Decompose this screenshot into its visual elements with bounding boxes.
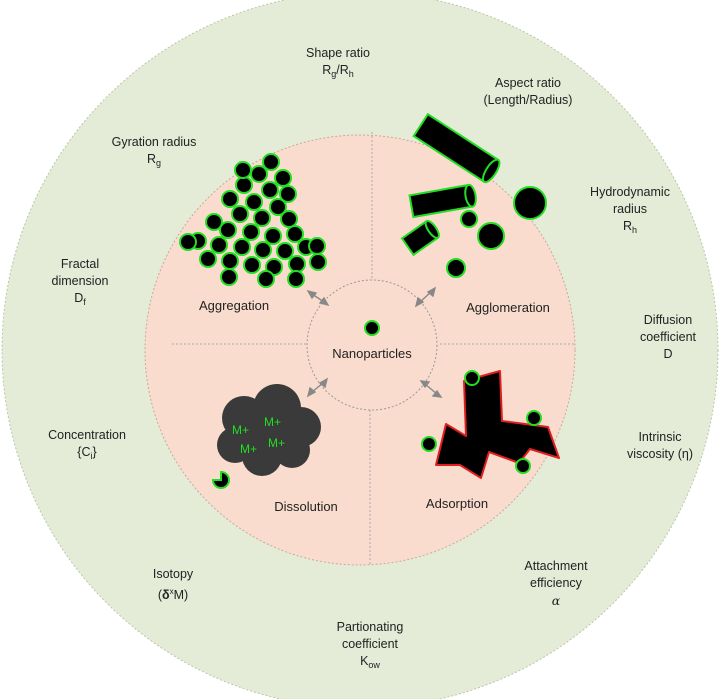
dissolution-label: Dissolution [274,499,338,514]
param-attachment-line2: efficiency [530,576,582,590]
aggregate-particle [261,181,279,199]
aggregate-particle [280,210,298,228]
param-isotopy: Isotopy (δxM) [153,566,193,604]
dissolving-particle [211,470,230,489]
agglomeration-shapes [400,112,547,278]
rod-medium [408,183,477,219]
param-attachment-title: Attachment [524,559,588,573]
aggregate-particle [179,233,197,251]
nanoparticles-label: Nanoparticles [332,346,412,361]
aggregate-particle [233,238,251,256]
param-shape-ratio: Shape ratio Rg/Rh [306,45,370,83]
rod-large [412,112,501,184]
nanoparticle-dot [364,320,380,336]
param-diffusion-title: Diffusion [643,313,693,327]
aggregate-particle [220,268,238,286]
adsorption-label: Adsorption [425,496,489,511]
param-aspect-ratio: Aspect ratio (Length/Radius) [484,75,573,109]
aggregate-particle [242,223,260,241]
aggregate-particle [264,227,282,245]
aggregate-particle [257,270,275,288]
param-fractal-line2: dimension [51,274,109,288]
param-concentration: Concentration {Ci} [48,427,126,465]
param-partitioning-title: Partionating [336,620,404,634]
param-hydrodynamic-symbol: Rh [622,219,638,235]
param-fractal-title: Fractal [60,257,100,271]
aggregate-particle [274,169,292,187]
param-isotopy-symbol: (δxM) [157,587,189,602]
param-partitioning-line2: coefficient [341,637,399,651]
aggregation-label: Aggregation [198,298,270,313]
param-attachment-efficiency: Attachment efficiency α [524,558,587,609]
aggregate-particle [269,198,287,216]
param-gyration-title: Gyration radius [111,135,197,149]
param-concentration-title: Concentration [48,428,126,442]
aggregation-cluster [179,153,327,288]
agglomeration-label: Agglomeration [466,300,550,315]
aggregate-particle [286,225,304,243]
quadrant-dividers [172,132,575,565]
adsorbed-particles [421,370,542,474]
center-circle [306,279,438,411]
sphere-large [513,186,547,220]
sphere-medium [477,222,505,250]
param-viscosity-title: Intrinsic [638,430,682,444]
sphere-tiny [460,210,478,228]
dissolution-cloud [217,384,321,476]
param-intrinsic-viscosity: Intrinsic viscosity (η) [627,429,693,463]
param-hydrodynamic-radius: Hydrodynamic radius Rh [590,184,670,239]
aggregate-particle [234,161,252,179]
aggregate-particle [287,270,305,288]
param-shape-ratio-title: Shape ratio [306,46,370,60]
aggregate-particle [308,237,326,255]
param-diffusion-line2: coefficient [639,330,697,344]
aggregate-particle [250,165,268,183]
aggregate-particle [231,205,249,223]
ion-label-2: M+ [264,415,281,429]
adsorbent-surface [435,370,560,479]
ion-label-1: M+ [232,423,249,437]
param-hydrodynamic-title: Hydrodynamic [590,185,670,199]
param-gyration-symbol: Rg [146,152,162,168]
param-shape-ratio-symbol: Rg/Rh [322,63,354,79]
param-diffusion-coefficient: Diffusion coefficient D [640,312,696,363]
param-attachment-symbol: α [551,593,561,608]
aggregate-particle [210,236,228,254]
param-aspect-ratio-sub: (Length/Radius) [483,93,573,107]
aggregate-particle [309,253,327,271]
aggregate-particle [243,256,261,274]
param-aspect-ratio-title: Aspect ratio [494,76,562,90]
param-concentration-symbol: {Ci} [77,445,97,461]
ion-label-4: M+ [268,436,285,450]
aggregate-particle [254,241,272,259]
rod-small [400,219,440,257]
aggregate-particle [288,255,306,273]
param-partitioning-coefficient: Partionating coefficient Kow [337,619,404,674]
param-diffusion-symbol: D [663,347,673,361]
aggregate-particle [199,250,217,268]
param-viscosity-line2: viscosity (η) [627,447,693,461]
aggregate-particle [205,213,223,231]
param-partitioning-symbol: Kow [360,654,380,670]
ion-label-3: M+ [240,442,257,456]
aggregate-particle [235,176,253,194]
aggregate-particle [221,190,239,208]
aggregate-particle [279,185,297,203]
aggregate-particle [262,153,280,171]
param-fractal-dimension: Fractal dimension Df [52,256,109,311]
aggregate-particle [276,242,294,260]
param-fractal-symbol: Df [74,291,86,307]
aggregate-particle [219,221,237,239]
aggregate-particle [221,252,239,270]
param-isotopy-title: Isotopy [152,567,194,581]
sphere-small [446,258,466,278]
param-gyration-radius: Gyration radius Rg [112,134,197,172]
aggregate-particle [253,209,271,227]
aggregate-particle [245,193,263,211]
param-hydrodynamic-line2: radius [612,202,648,216]
process-arrows [306,286,443,398]
